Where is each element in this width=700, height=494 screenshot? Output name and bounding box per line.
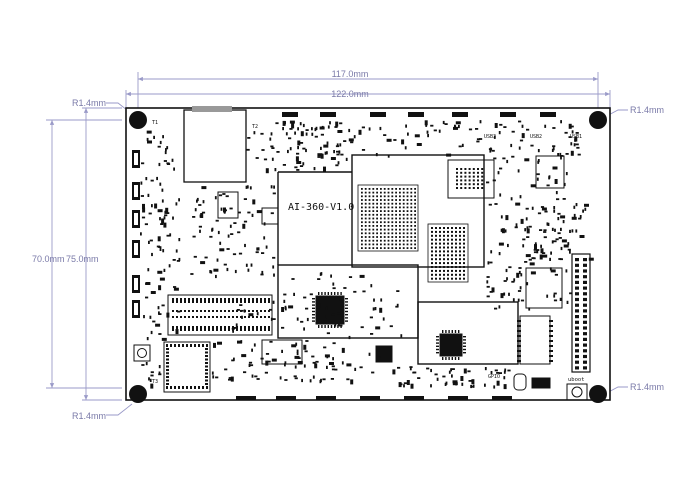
board-zones xyxy=(277,154,519,365)
label-t3: T3 xyxy=(152,379,158,385)
radius-top-right-label: R1.4mm xyxy=(630,105,664,115)
mounting-hole-top-right xyxy=(589,111,607,129)
ddr-chip-1 xyxy=(427,223,469,283)
label-t1: T1 xyxy=(152,120,158,126)
mounting-hole-bottom-left xyxy=(129,385,147,403)
mounting-hole-bottom-right xyxy=(589,385,607,403)
width-inner-label: 117.0mm xyxy=(332,69,369,79)
component-pads xyxy=(132,112,594,400)
uboot-button xyxy=(566,383,588,401)
height-outer-label: 75.0mm xyxy=(66,254,99,264)
reset-button xyxy=(133,344,151,362)
width-outer-label: 122.0mm xyxy=(331,89,369,99)
ddr-chip-2 xyxy=(447,159,495,199)
lower-qfp-chip xyxy=(439,333,463,357)
label-uboot: uboot xyxy=(568,377,585,383)
soc-chip xyxy=(357,184,419,252)
radius-top-left-label: R1.4mm xyxy=(72,98,106,108)
label-usb2: USB2 xyxy=(530,134,542,140)
board-outline xyxy=(125,107,611,401)
height-inner-label: 70.0mm xyxy=(32,254,65,264)
center-qfp-chip xyxy=(315,295,345,325)
label-usb3: USB3 xyxy=(484,134,496,140)
mounting-hole-top-left xyxy=(129,111,147,129)
lower-module-zone xyxy=(417,301,519,365)
label-t2: T2 xyxy=(252,124,258,130)
board-name: AI-360-V1.0 xyxy=(288,202,354,213)
top-right-ic xyxy=(535,155,565,189)
radius-bottom-right-label: R1.4mm xyxy=(630,382,664,392)
label-gpio: GPIO xyxy=(488,374,500,380)
gpio-header xyxy=(571,253,591,373)
radius-bottom-left-label: R1.4mm xyxy=(72,411,106,421)
wifi-module xyxy=(163,341,211,393)
